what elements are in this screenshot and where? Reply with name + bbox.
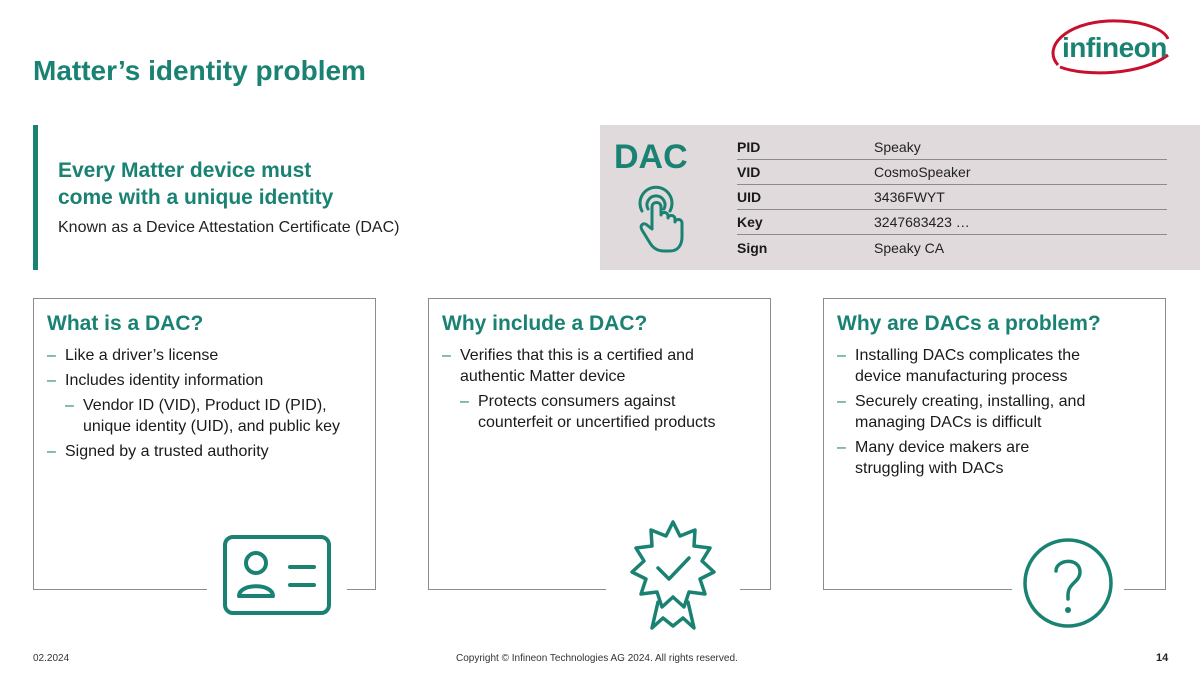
dac-value: 3247683423 … xyxy=(874,214,970,230)
card-why-dacs-problem: Why are DACs a problem? Installing DACs … xyxy=(823,298,1166,590)
dac-table: PID Speaky VID CosmoSpeaker UID 3436FWYT… xyxy=(737,135,1167,260)
card-title: What is a DAC? xyxy=(47,312,204,335)
question-mark-icon xyxy=(1012,535,1124,631)
callout-subtext: Known as a Device Attestation Certificat… xyxy=(58,219,400,236)
list-item: Many device makers are struggling with D… xyxy=(837,437,1067,479)
footer-copyright: Copyright © Infineon Technologies AG 202… xyxy=(456,653,738,664)
list-item: Verifies that this is a certified and au… xyxy=(442,345,732,387)
dac-value: CosmoSpeaker xyxy=(874,164,971,180)
touch-hand-icon xyxy=(630,185,690,262)
card-list: Like a driver’s license Includes identit… xyxy=(47,345,367,466)
dac-row-vid: VID CosmoSpeaker xyxy=(737,160,1167,185)
dac-value: 3436FWYT xyxy=(874,189,945,205)
card-title: Why include a DAC? xyxy=(442,312,648,335)
card-what-is-dac: What is a DAC? Like a driver’s license I… xyxy=(33,298,376,590)
card-list: Verifies that this is a certified and au… xyxy=(442,345,762,437)
callout-heading: Every Matter device must come with a uni… xyxy=(58,157,398,211)
callout-heading-line1: Every Matter device must xyxy=(58,159,312,182)
card-list: Installing DACs complicates the device m… xyxy=(837,345,1157,483)
dac-value: Speaky xyxy=(874,139,921,155)
logo-text: infineon xyxy=(1062,32,1167,63)
slide-title: Matter’s identity problem xyxy=(33,55,366,86)
footer-date: 02.2024 xyxy=(33,653,70,664)
dac-key: Sign xyxy=(737,239,768,256)
dac-row-key: Key 3247683423 … xyxy=(737,210,1167,235)
dac-key: PID xyxy=(737,139,761,155)
certified-badge-icon xyxy=(606,518,740,630)
callout-heading-line2: come with a unique identity xyxy=(58,186,334,209)
dac-key: VID xyxy=(737,164,761,180)
card-title: Why are DACs a problem? xyxy=(837,312,1101,335)
list-item: Securely creating, installing, and manag… xyxy=(837,391,1097,433)
id-card-icon xyxy=(207,533,347,619)
list-item: Signed by a trusted authority xyxy=(47,441,367,462)
logo-swoosh-icon xyxy=(1051,19,1170,75)
dac-row-pid: PID Speaky xyxy=(737,135,1167,160)
dac-row-uid: UID 3436FWYT xyxy=(737,185,1167,210)
callout-accent-bar xyxy=(33,125,38,270)
dac-row-sign: Sign Speaky CA xyxy=(737,235,1167,260)
dac-label: DAC xyxy=(614,138,688,176)
list-item: Vendor ID (VID), Product ID (PID), uniqu… xyxy=(65,395,345,437)
list-item: Includes identity information xyxy=(47,370,367,391)
dac-value: Speaky CA xyxy=(874,239,945,256)
list-item: Installing DACs complicates the device m… xyxy=(837,345,1097,387)
infineon-logo: infineon xyxy=(1046,17,1170,75)
dac-panel: DAC PID Speaky VID CosmoSpeaker UID 3436… xyxy=(600,125,1200,270)
page-number: 14 xyxy=(1156,652,1169,664)
card-why-include-dac: Why include a DAC? Verifies that this is… xyxy=(428,298,771,590)
dac-key: Key xyxy=(737,214,763,230)
list-item: Like a driver’s license xyxy=(47,345,367,366)
list-item: Protects consumers against counterfeit o… xyxy=(460,391,750,433)
dac-key: UID xyxy=(737,189,762,205)
